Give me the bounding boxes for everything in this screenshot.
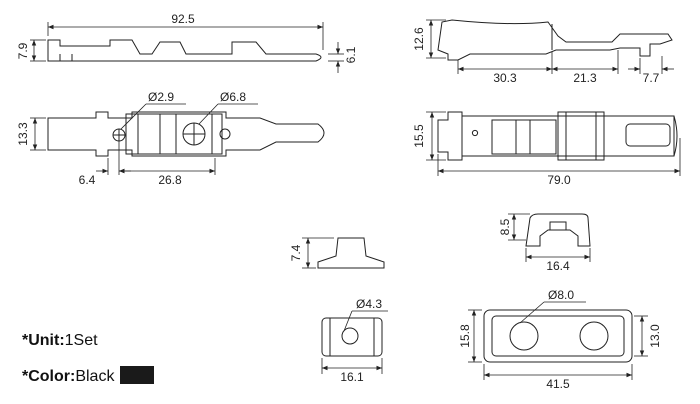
dim-top-right-seg2-label: 21.3 [573, 71, 597, 85]
color-swatch [120, 366, 155, 384]
dim-twin-hole [519, 301, 586, 324]
latch-top-view [47, 111, 325, 157]
small-block-hole [341, 327, 359, 345]
dim-small-block-hole [343, 310, 388, 332]
dim-top-left-height [30, 39, 46, 62]
small-bracket-outline [525, 213, 591, 247]
dim-mid-left-holes [120, 103, 258, 130]
small-cap-outline [317, 237, 385, 269]
dim-mid-left-hole-small-label: Ø2.9 [148, 90, 174, 104]
dim-top-left-height-label: 7.9 [16, 42, 30, 59]
small-block-outline [321, 317, 383, 357]
dim-mid-right-length [437, 138, 681, 176]
twin-plate-outer [483, 309, 633, 363]
dim-mid-left-height [30, 117, 46, 151]
dim-top-right-seg3-label: 7.7 [643, 71, 660, 85]
dim-twin-right-height-label: 13.0 [648, 324, 662, 348]
dim-small-bracket-height [508, 213, 530, 241]
unit-value: 1Set [64, 332, 98, 349]
dim-twin-width-label: 41.5 [546, 377, 570, 391]
small-cap [317, 237, 385, 269]
latch-side-profile [47, 39, 322, 62]
color-line: *Color:Black [22, 366, 155, 386]
dim-mid-right-height-label: 15.5 [412, 124, 426, 148]
small-bracket [525, 213, 591, 247]
dim-top-right-height [426, 19, 446, 59]
dim-mid-left-span-label: 26.8 [158, 173, 182, 187]
lever-top-view [437, 111, 678, 161]
color-label: *Color: [22, 368, 76, 385]
dim-top-right-segments [457, 50, 674, 74]
dim-twin-hole-label: Ø8.0 [548, 288, 574, 302]
lever-side-profile [437, 19, 673, 61]
latch-top-outline [47, 111, 325, 157]
dim-small-bracket-height-label: 8.5 [498, 218, 512, 235]
small-block [321, 317, 383, 357]
lever-side-outline [437, 19, 673, 61]
dim-top-left-tip [328, 42, 344, 73]
dim-twin-right-height [634, 315, 648, 357]
dim-top-right-seg1-label: 30.3 [493, 71, 517, 85]
dim-mid-right-length-label: 79.0 [547, 173, 571, 187]
dim-mid-left-bottom [96, 141, 216, 175]
dim-mid-left-offset-label: 6.4 [79, 173, 96, 187]
dim-top-right-height-label: 12.6 [412, 27, 426, 51]
dim-twin-width [483, 364, 633, 380]
dim-small-block-width [321, 358, 383, 374]
unit-line: *Unit:1Set [22, 332, 98, 350]
dim-top-left-tip-label: 6.1 [344, 46, 358, 63]
twin-hole-plate [483, 309, 633, 363]
dim-small-block-width-label: 16.1 [340, 370, 364, 384]
color-value: Black [75, 368, 115, 385]
dim-mid-right-height [426, 111, 446, 161]
dim-small-cap-height-label: 7.4 [289, 244, 303, 261]
twin-plate-inner [491, 315, 625, 357]
dim-twin-left-height-label: 15.8 [458, 324, 472, 348]
dim-twin-left-height [468, 309, 482, 363]
dim-mid-left-hole-large-label: Ø6.8 [220, 90, 246, 104]
dim-mid-left-height-label: 13.3 [16, 122, 30, 146]
lever-top-outline [437, 111, 678, 161]
dim-top-left-length-label: 92.5 [171, 12, 195, 26]
dim-top-left-length [47, 22, 324, 50]
dim-small-bracket-width [525, 248, 591, 262]
dim-small-bracket-width-label: 16.4 [546, 259, 570, 273]
dim-small-cap-height [302, 237, 334, 269]
unit-label: *Unit: [22, 332, 65, 349]
latch-side-outline [47, 39, 322, 62]
dim-small-block-hole-label: Ø4.3 [356, 297, 382, 311]
twin-hole-right [579, 321, 609, 351]
twin-hole-left [509, 321, 539, 351]
